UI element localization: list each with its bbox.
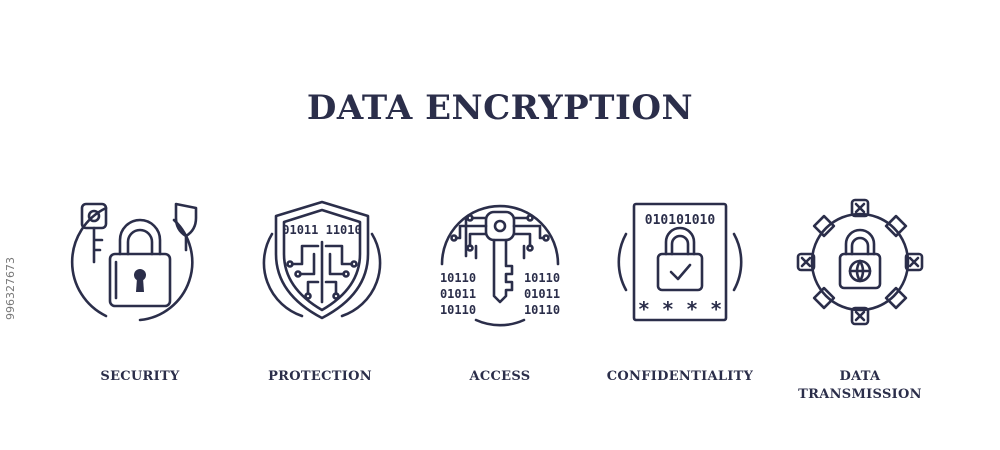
protection-label: PROTECTION — [268, 369, 372, 384]
shield-binary-text: 01011 11010 — [282, 223, 361, 237]
binary-row: 10110 — [440, 303, 476, 317]
confidentiality-icon: 010101010 * * * * — [616, 198, 744, 326]
data-transmission-label-line2: TRANSMISSION — [798, 387, 922, 402]
security-icon — [70, 198, 204, 326]
access-label: ACCESS — [469, 369, 531, 384]
access-icon: 10110 01011 10110 10110 01011 10110 — [436, 198, 564, 327]
data-transmission-label: DATA TRANSMISSION — [760, 368, 960, 404]
protection-icon: 01011 11010 — [258, 198, 386, 326]
security-label: SECURITY — [100, 369, 180, 384]
binary-row: 10110 — [524, 271, 560, 285]
data-transmission-icon — [796, 198, 924, 326]
confidentiality-label: CONFIDENTIALITY — [606, 369, 754, 384]
binary-row: 01011 — [524, 287, 560, 301]
binary-row: 10110 — [524, 303, 560, 317]
data-transmission-label-line1: DATA — [839, 369, 881, 384]
binary-row: 01011 — [440, 287, 476, 301]
binary-row: 10110 — [440, 271, 476, 285]
side-id-text: 996327673 — [4, 257, 17, 320]
page-title: DATA ENCRYPTION — [306, 88, 694, 128]
password-stars: * * * * — [638, 297, 722, 321]
document-binary-text: 010101010 — [645, 213, 716, 228]
